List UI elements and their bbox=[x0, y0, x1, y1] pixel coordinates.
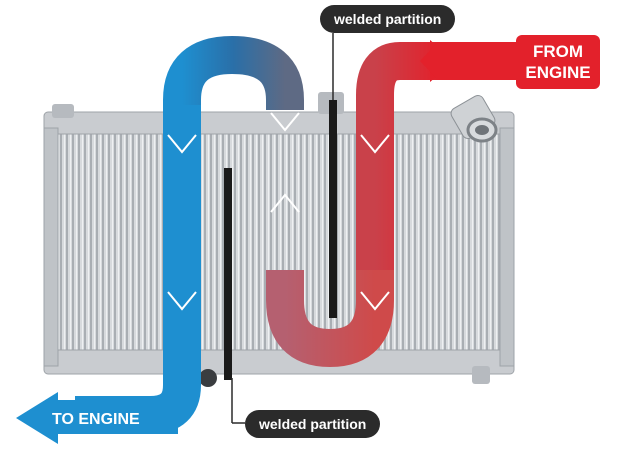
from-engine-label: FROM ENGINE bbox=[516, 35, 600, 89]
from-engine-line2: ENGINE bbox=[516, 62, 600, 83]
welded-partition-top bbox=[329, 100, 337, 318]
from-engine-arrow-body bbox=[420, 42, 518, 80]
partition-label-bottom: welded partition bbox=[245, 410, 380, 438]
to-engine-label: TO ENGINE bbox=[52, 411, 140, 429]
radiator-outlet-neck bbox=[199, 369, 217, 387]
from-engine-line1: FROM bbox=[516, 41, 600, 62]
welded-partition-bottom bbox=[224, 168, 232, 380]
partition-label-top: welded partition bbox=[320, 5, 455, 33]
